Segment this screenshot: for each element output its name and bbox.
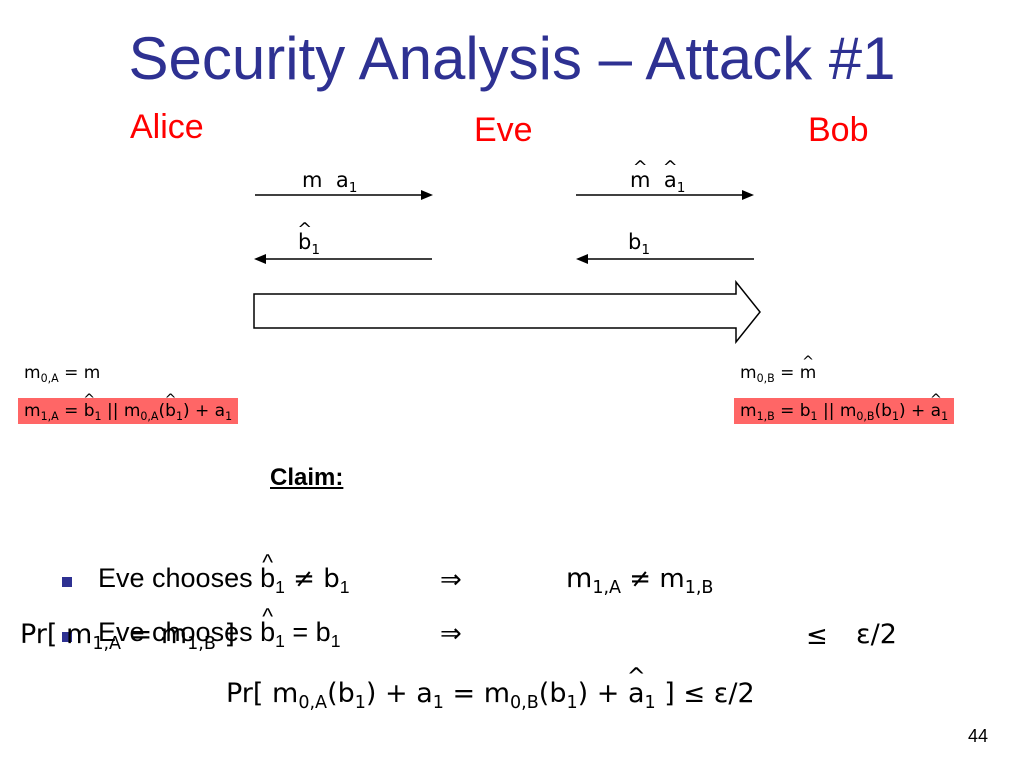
block-arrow [253, 280, 761, 345]
overlap-probability: Pr[ m1,A = m1,B ] [20, 619, 236, 655]
page-number: 44 [967, 726, 988, 746]
bullet-2-implies: ⇒ [440, 619, 462, 649]
bullet-1-implies: ⇒ [440, 565, 462, 595]
arrow-eve-to-alice [254, 254, 432, 264]
msg-a-hat: a [664, 168, 677, 192]
bob-eq-1: m0,B = m [734, 360, 822, 386]
arrow-alice-to-eve [255, 190, 433, 200]
party-bob: Bob [808, 111, 869, 149]
alice-eq-2: m1,A = b1 || m0,A(b1) + a1 [18, 398, 239, 424]
claim-label: Claim: [270, 464, 344, 491]
msg-alice-to-eve: m a1 [302, 168, 357, 195]
bullet-2-text: Eve chooses b1 = b1 [98, 617, 340, 650]
msg-b: b [628, 230, 642, 254]
msg-b-sub: 1 [641, 241, 651, 258]
alice-eq-1: m0,A = m [24, 363, 101, 385]
arrow-bob-to-eve [576, 254, 754, 264]
msg-a-hat-sub: 1 [676, 179, 686, 196]
msg-eve-to-alice: b1 [298, 230, 320, 257]
msg-b-hat: b [298, 230, 311, 254]
bullet-1-text: Eve chooses b1 ≠ b1 [98, 563, 349, 596]
msg-b-hat-sub: 1 [311, 241, 321, 258]
msg-m-hat: m [630, 168, 650, 192]
slide-title: Security Analysis – Attack #1 [128, 25, 896, 92]
bob-eq-2: m1,B = b1 || m0,B(b1) + a1 [734, 398, 955, 424]
bullet-1-result: m1,A ≠ m1,B [566, 563, 714, 599]
msg-bob-to-eve: b1 [628, 230, 650, 257]
arrow-eve-to-bob [576, 190, 754, 200]
party-eve: Eve [474, 111, 533, 149]
overlap-epsilon: ε/2 [856, 619, 897, 650]
overlap-leq: ≤ [806, 621, 828, 651]
bullet-marker-1 [62, 577, 72, 587]
msg-m: m [302, 168, 323, 192]
final-probability: Pr[ m0,A(b1) + a1 = m0,B(b1) + a1 ] ≤ ε/… [226, 678, 755, 712]
msg-a-sub: 1 [348, 179, 358, 196]
bullet-marker-2 [62, 632, 72, 642]
party-alice: Alice [130, 108, 204, 146]
msg-eve-to-bob: m a1 [630, 168, 685, 195]
msg-a: a [335, 168, 349, 192]
